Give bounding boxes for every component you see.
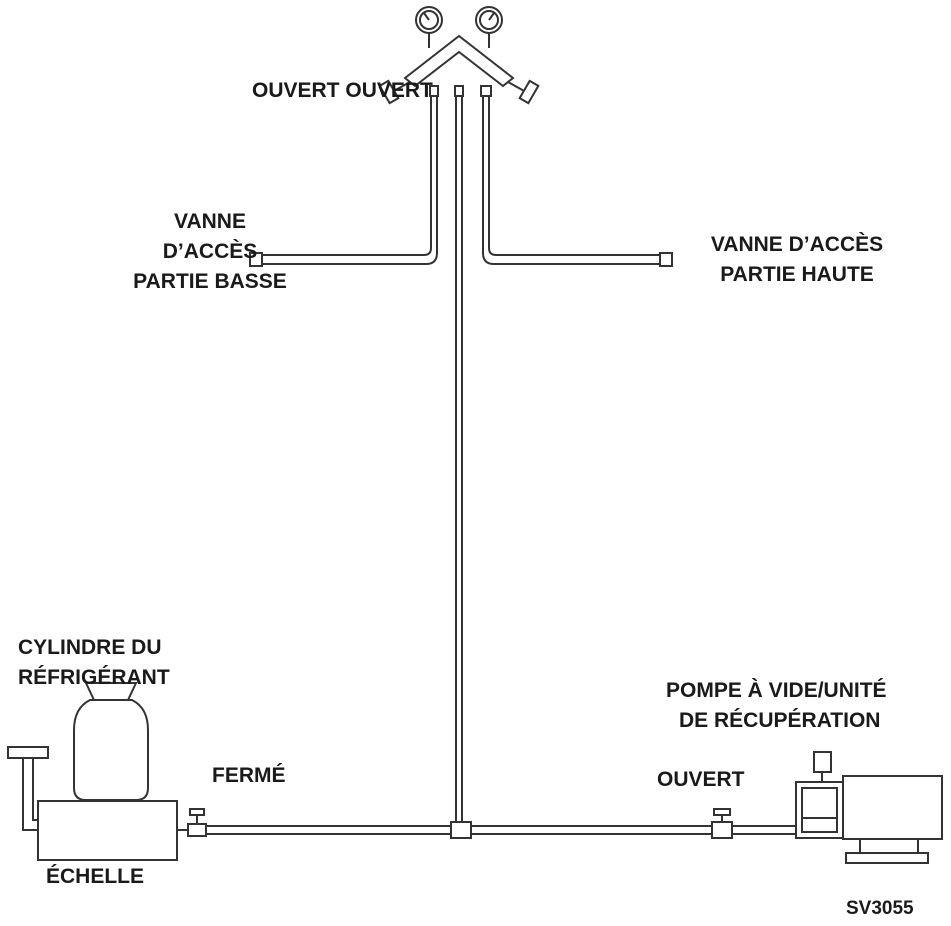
low-side-line1: VANNE	[174, 210, 246, 233]
pump-hose	[471, 825, 796, 835]
cylinder-hose	[205, 825, 451, 835]
refrigerant-cylinder-label: CYLINDRE DU RÉFRIGÉRANT	[18, 633, 170, 693]
center-hose	[455, 96, 463, 822]
high-side-valve-knob[interactable]	[507, 79, 540, 105]
high-side-line1: VANNE D’ACCÈS	[710, 233, 884, 256]
manifold-port-left	[429, 85, 439, 97]
cylinder-valve[interactable]	[177, 808, 207, 837]
tee-fitting	[450, 821, 472, 839]
manifold-port-right	[480, 85, 492, 97]
pump-line1: POMPE À VIDE/UNITÉ	[666, 679, 887, 702]
pump-valve-state: OUVERT	[657, 768, 745, 791]
vacuum-pump	[795, 751, 943, 864]
low-side-access-valve-label: VANNE D’ACCÈS PARTIE BASSE	[80, 207, 340, 297]
cylinder-line1: CYLINDRE DU	[18, 636, 162, 659]
refrigerant-cylinder	[73, 682, 149, 801]
scale-label: ÉCHELLE	[46, 865, 145, 888]
manifold-port-center	[454, 85, 464, 97]
manifold-valve-labels: OUVERT OUVERT	[252, 76, 433, 106]
pump-line2: DE RÉCUPÉRATION	[679, 709, 881, 732]
cylinder-valve-state: FERMÉ	[212, 764, 286, 787]
high-side-access-valve-label: VANNE D’ACCÈS PARTIE HAUTE	[672, 230, 922, 290]
high-side-hose	[482, 96, 673, 267]
low-side-valve-state: OUVERT	[252, 79, 340, 102]
pump-valve[interactable]	[711, 808, 733, 839]
figure-code: SV3055	[846, 898, 914, 919]
cylinder-line2: RÉFRIGÉRANT	[18, 666, 170, 689]
high-side-valve-state: OUVERT	[345, 79, 433, 102]
vacuum-pump-label: POMPE À VIDE/UNITÉ DE RÉCUPÉRATION	[666, 676, 887, 736]
low-side-line2: D’ACCÈS	[162, 240, 258, 263]
high-side-line2: PARTIE HAUTE	[720, 263, 874, 286]
scale	[7, 746, 178, 861]
manifold-body	[403, 34, 515, 88]
low-side-line3: PARTIE BASSE	[133, 270, 287, 293]
low-pressure-gauge	[415, 6, 443, 48]
low-side-hose	[249, 96, 438, 267]
high-pressure-gauge	[475, 6, 503, 48]
low-side-valve-knob[interactable]	[378, 79, 411, 105]
